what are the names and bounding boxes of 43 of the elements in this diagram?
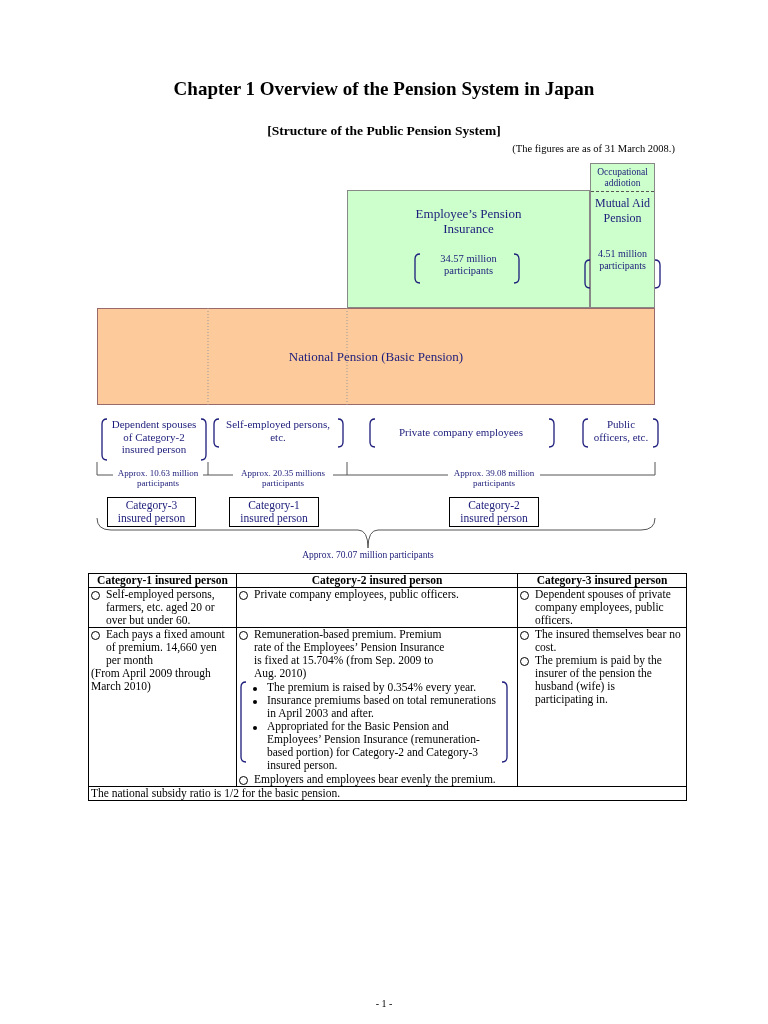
cell-text: The premium is raised by 0.354% every year. [267, 681, 477, 694]
group-label: Public officers, etc. [592, 418, 650, 443]
cell-text: Private company employees, public officers. [254, 588, 459, 601]
group-label: Private company employees [398, 426, 524, 439]
category-box [449, 497, 539, 527]
column-header: Category-1 insured person [88, 573, 237, 588]
cell-text: Self-employed persons, farmers, etc. aged 20 or over but under 60. [106, 588, 216, 627]
pension-tier-box [97, 308, 655, 405]
category-box [229, 497, 319, 527]
category-label: Category-3 insured person [116, 499, 187, 525]
cell-text: (From April 2009 through March 2010) [91, 667, 212, 693]
tier-note: Occupational addiotion [596, 167, 649, 190]
participant-count: 34.57 million participants [439, 253, 498, 277]
participant-count: 4.51 million participants [597, 248, 648, 272]
tier-title: National Pension (Basic Pension) [288, 349, 464, 364]
category-label: Category-2 insured person [459, 499, 529, 525]
cell-text: Remuneration-based premium. Premium rate of the Employees’ Pension Insurance is fixed at 15.704% (from Sep. 2009 to Aug. 2010) [254, 628, 446, 680]
cell-text: Each pays a fixed amount of premium. 14,660 yen per month [106, 628, 226, 667]
count-label: Approx. 39.08 million participants [448, 468, 540, 488]
cell-text: Appropriated for the Basic Pension and Employees’ Pension Insurance (remuneration-based portion) for Category-2 and Category-3 insured person. [267, 720, 481, 772]
cell-text: Employers and employees bear evenly the premium. [254, 773, 496, 786]
group-label: Dependent spouses of Category-2 insured person [110, 418, 198, 456]
category-label: Category-1 insured person [239, 499, 309, 525]
count-label: Approx. 10.63 million participants [113, 468, 203, 488]
tier-title: Employee’s Pension Insurance [414, 206, 523, 236]
count-label: Approx. 70.07 million participants [301, 549, 435, 562]
pension-tier-box [347, 190, 590, 308]
cell-text: The insured themselves bear no cost. [535, 628, 682, 654]
count-label: Approx. 20.35 millions participants [233, 468, 333, 488]
cell-text: Dependent spouses of private company employees, public officers. [535, 588, 672, 627]
group-label: Self-employed persons, etc. [225, 418, 331, 443]
table-cell: The national subsidy ratio is 1/2 for the basic pension. [88, 786, 687, 801]
pension-tier-box [590, 163, 655, 308]
column-header: Category-2 insured person [236, 573, 518, 588]
cell-text: Insurance premiums based on total remunerations in April 2003 and after. [267, 694, 497, 720]
cell-text: The premium is paid by the insurer of the pension the husband (wife) is participating in. [535, 654, 663, 706]
tier-title: Mutual Aid Pension [594, 196, 651, 226]
category-box [107, 497, 196, 527]
column-header: Category-3 insured person [517, 573, 687, 588]
diagram-heading: [Structure of the Public Pension System] [266, 122, 502, 140]
page-title: Chapter 1 Overview of the Pension System in Japan [172, 77, 596, 101]
page-number: - 1 - [374, 997, 394, 1011]
date-note: (The figures are as of 31 March 2008.) [512, 142, 675, 156]
